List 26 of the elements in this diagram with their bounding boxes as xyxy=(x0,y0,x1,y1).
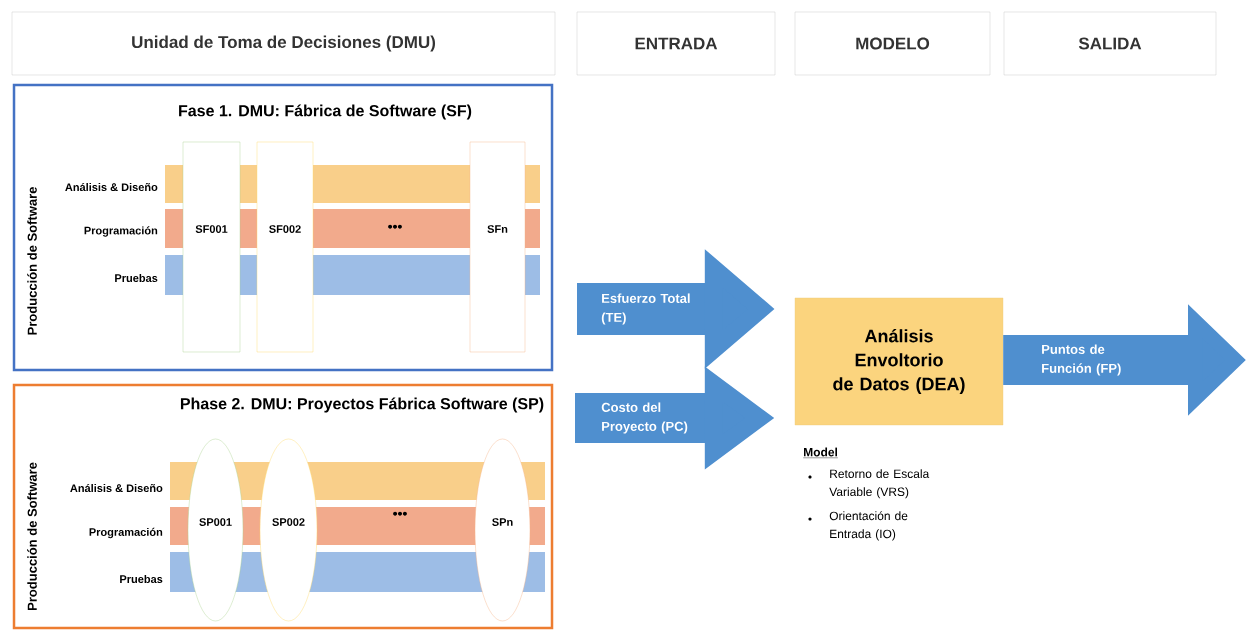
rotated-label: Producción de Software xyxy=(27,462,37,611)
ellipsis-mark: ••• xyxy=(388,224,402,229)
unit-column: SF001 xyxy=(182,141,241,353)
panel-title: Phase 2. DMU: Proyectos Fábrica Software (SP) xyxy=(180,397,544,413)
edge-label: Costo del Proyecto (PC) xyxy=(601,402,688,434)
note-heading: Model xyxy=(803,447,839,458)
model-box: Análisis Envoltorio de Datos (DEA) xyxy=(794,297,1004,426)
band-label: Pruebas xyxy=(115,273,158,283)
band-label: Programación xyxy=(89,527,163,539)
band-label: Análisis & Diseño xyxy=(65,182,158,192)
rotated-label: Producción de Software xyxy=(27,187,37,335)
header-box: MODELO xyxy=(794,11,991,76)
header-box: SALIDA xyxy=(1003,11,1217,76)
unit-column: SFn xyxy=(469,141,526,353)
band-label: Análisis & Diseño xyxy=(70,483,163,493)
band-label: Programación xyxy=(84,226,158,237)
band-label: Pruebas xyxy=(120,574,163,584)
panel-title: Fase 1. DMU: Fábrica de Software (SF) xyxy=(179,104,472,120)
edge-label: Puntos de Función (FP) xyxy=(1042,344,1121,376)
bullet-item: Orientación de Entrada (IO) xyxy=(808,511,908,541)
ellipsis-mark: ••• xyxy=(393,511,407,516)
bullet-item: Retorno de Escala Variable (VRS) xyxy=(808,469,930,499)
header-box: Unidad de Toma de Decisiones (DMU) xyxy=(11,11,556,76)
unit-column: SF002 xyxy=(256,141,314,353)
edge-label: Esfuerzo Total (TE) xyxy=(601,293,690,325)
header-box: ENTRADA xyxy=(576,11,776,76)
